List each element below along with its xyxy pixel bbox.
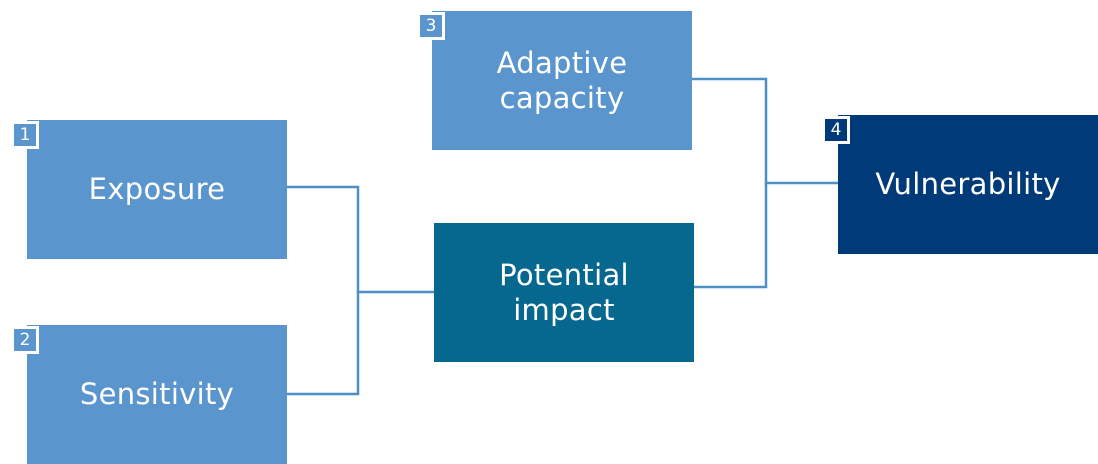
sensitivity-number-badge: 2	[11, 326, 39, 354]
exposure-label: Exposure	[88, 172, 226, 207]
sensitivity-label: Sensitivity	[79, 377, 235, 412]
exposure-number-badge: 1	[11, 121, 39, 149]
adaptive-capacity-label: Adaptive capacity	[496, 45, 628, 115]
vulnerability-number-badge: 4	[822, 116, 850, 144]
potential-impact-label: Potential impact	[499, 257, 629, 327]
exposure-box: Exposure	[27, 120, 287, 259]
vulnerability-label: Vulnerability	[875, 167, 1061, 202]
vulnerability-box: Vulnerability	[838, 115, 1098, 254]
connector-impact-to-vulnerability	[694, 183, 768, 289]
connector-sensitivity-to-impact	[287, 292, 360, 396]
potential-impact-box: Potential impact	[434, 223, 694, 362]
connector-adaptive-to-vulnerability	[692, 77, 838, 185]
connector-exposure-to-impact	[287, 185, 434, 294]
adaptive-capacity-number-badge: 3	[417, 12, 445, 40]
adaptive-capacity-box: Adaptive capacity	[432, 11, 692, 150]
sensitivity-box: Sensitivity	[27, 325, 287, 464]
